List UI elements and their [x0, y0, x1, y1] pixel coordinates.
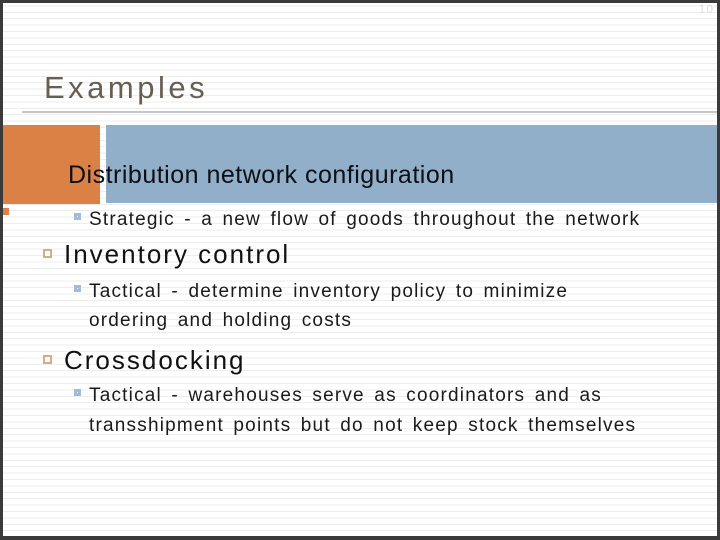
- frame-border-right: [717, 0, 720, 540]
- list-item-text: Strategic - a new flow of goods througho…: [89, 209, 641, 230]
- slide-number: 10: [698, 2, 714, 16]
- frame-border-top: [0, 0, 720, 3]
- frame-border-bottom: [0, 536, 720, 540]
- list-item-tactical-warehouses: Tactical - warehouses serve as coordinat…: [74, 381, 636, 441]
- blue-banner: [106, 125, 720, 203]
- list-item-text-line2: ordering and holding costs: [89, 310, 353, 331]
- list-item-strategic: Strategic - a new flow of goods througho…: [74, 205, 640, 234]
- square-bullet-icon: [43, 355, 52, 364]
- square-bullet-icon: [74, 285, 81, 292]
- square-bullet-icon: [43, 249, 52, 258]
- page-title: Examples: [44, 70, 209, 105]
- frame-border-left: [0, 0, 3, 540]
- list-item-text: Crossdocking: [64, 345, 246, 375]
- orange-accent-block: [0, 125, 100, 204]
- list-item-text-line2: transshipment points but do not keep sto…: [89, 415, 637, 436]
- list-item-text-line1: Tactical - determine inventory policy to…: [89, 281, 569, 302]
- orange-edge-square: [0, 208, 9, 215]
- list-item-text: Inventory control: [64, 239, 291, 269]
- list-item-crossdocking: Crossdocking: [43, 344, 246, 377]
- square-bullet-icon: [74, 389, 81, 396]
- list-item-inventory-control: Inventory control: [43, 238, 290, 271]
- square-bullet-icon: [74, 213, 81, 220]
- section-heading-distribution: Distribution network configuration: [68, 161, 455, 189]
- list-item-text-line1: Tactical - warehouses serve as coordinat…: [89, 385, 602, 406]
- list-item-tactical-inventory: Tactical - determine inventory policy to…: [74, 277, 568, 335]
- title-underline: [22, 111, 717, 113]
